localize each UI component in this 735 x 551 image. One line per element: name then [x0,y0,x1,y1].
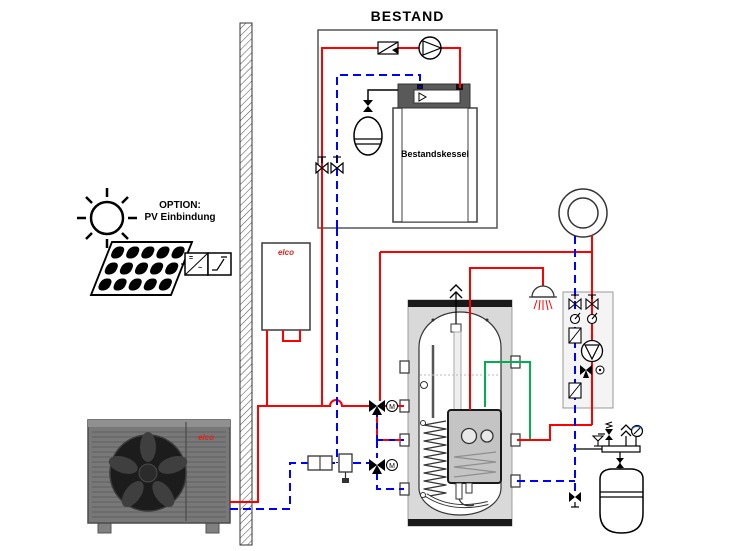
cold-water-pipe [484,361,531,439]
shutoff-valve-icon [315,156,344,175]
check-valve-icon [377,41,399,55]
heating-circuit-icon [558,188,608,238]
return-pipes [230,74,576,510]
pv-option-label-line1: OPTION: [159,200,201,211]
indoor-hydro-unit [261,242,311,331]
mixing-valve-icon [580,365,605,378]
dhw-tank [447,409,502,507]
air-vent-icon [620,424,632,446]
bestand-title: BESTAND [370,8,445,24]
pv-option-label-line2: PV Einbindung [144,212,216,223]
fan-icon [108,432,188,512]
drain-valve-icon [569,492,581,508]
inverter-icon [181,252,232,276]
three-way-valve-top-icon: M [369,400,398,415]
dirt-filter-icon [307,453,353,483]
three-way-valve-bottom-icon: M [369,459,398,474]
outdoor-heat-pump [87,419,231,534]
thermometer-icon [569,312,598,325]
pump-group [568,294,605,399]
buffer-tank [399,284,521,527]
safety-group [591,421,644,534]
heating-pump-icon [580,339,604,363]
sun-icon [77,188,137,248]
filter-icon [568,327,582,399]
inverter-dc-glyph: = [189,255,194,262]
wall [239,22,253,546]
bestand-box [317,29,498,229]
existing-boiler [392,83,478,223]
inverter-ac-glyph: ~ [198,265,203,272]
indoor-unit-brand-logo: elco [277,248,294,257]
svg-text:M: M [389,463,395,470]
heat-exchanger-coil [420,420,447,498]
boiler-label: Bestandskessel [400,149,470,159]
pressure-gauge-icon [630,424,644,446]
shower-icon [529,285,557,311]
expansion-vessel-icon [599,468,644,534]
circulation-pump-icon [418,36,443,60]
svg-text:M: M [389,404,395,411]
expansion-vessel-boiler [353,89,398,156]
pv-panel-icon [89,241,194,296]
heat-pump-brand-logo: elco [197,433,214,442]
